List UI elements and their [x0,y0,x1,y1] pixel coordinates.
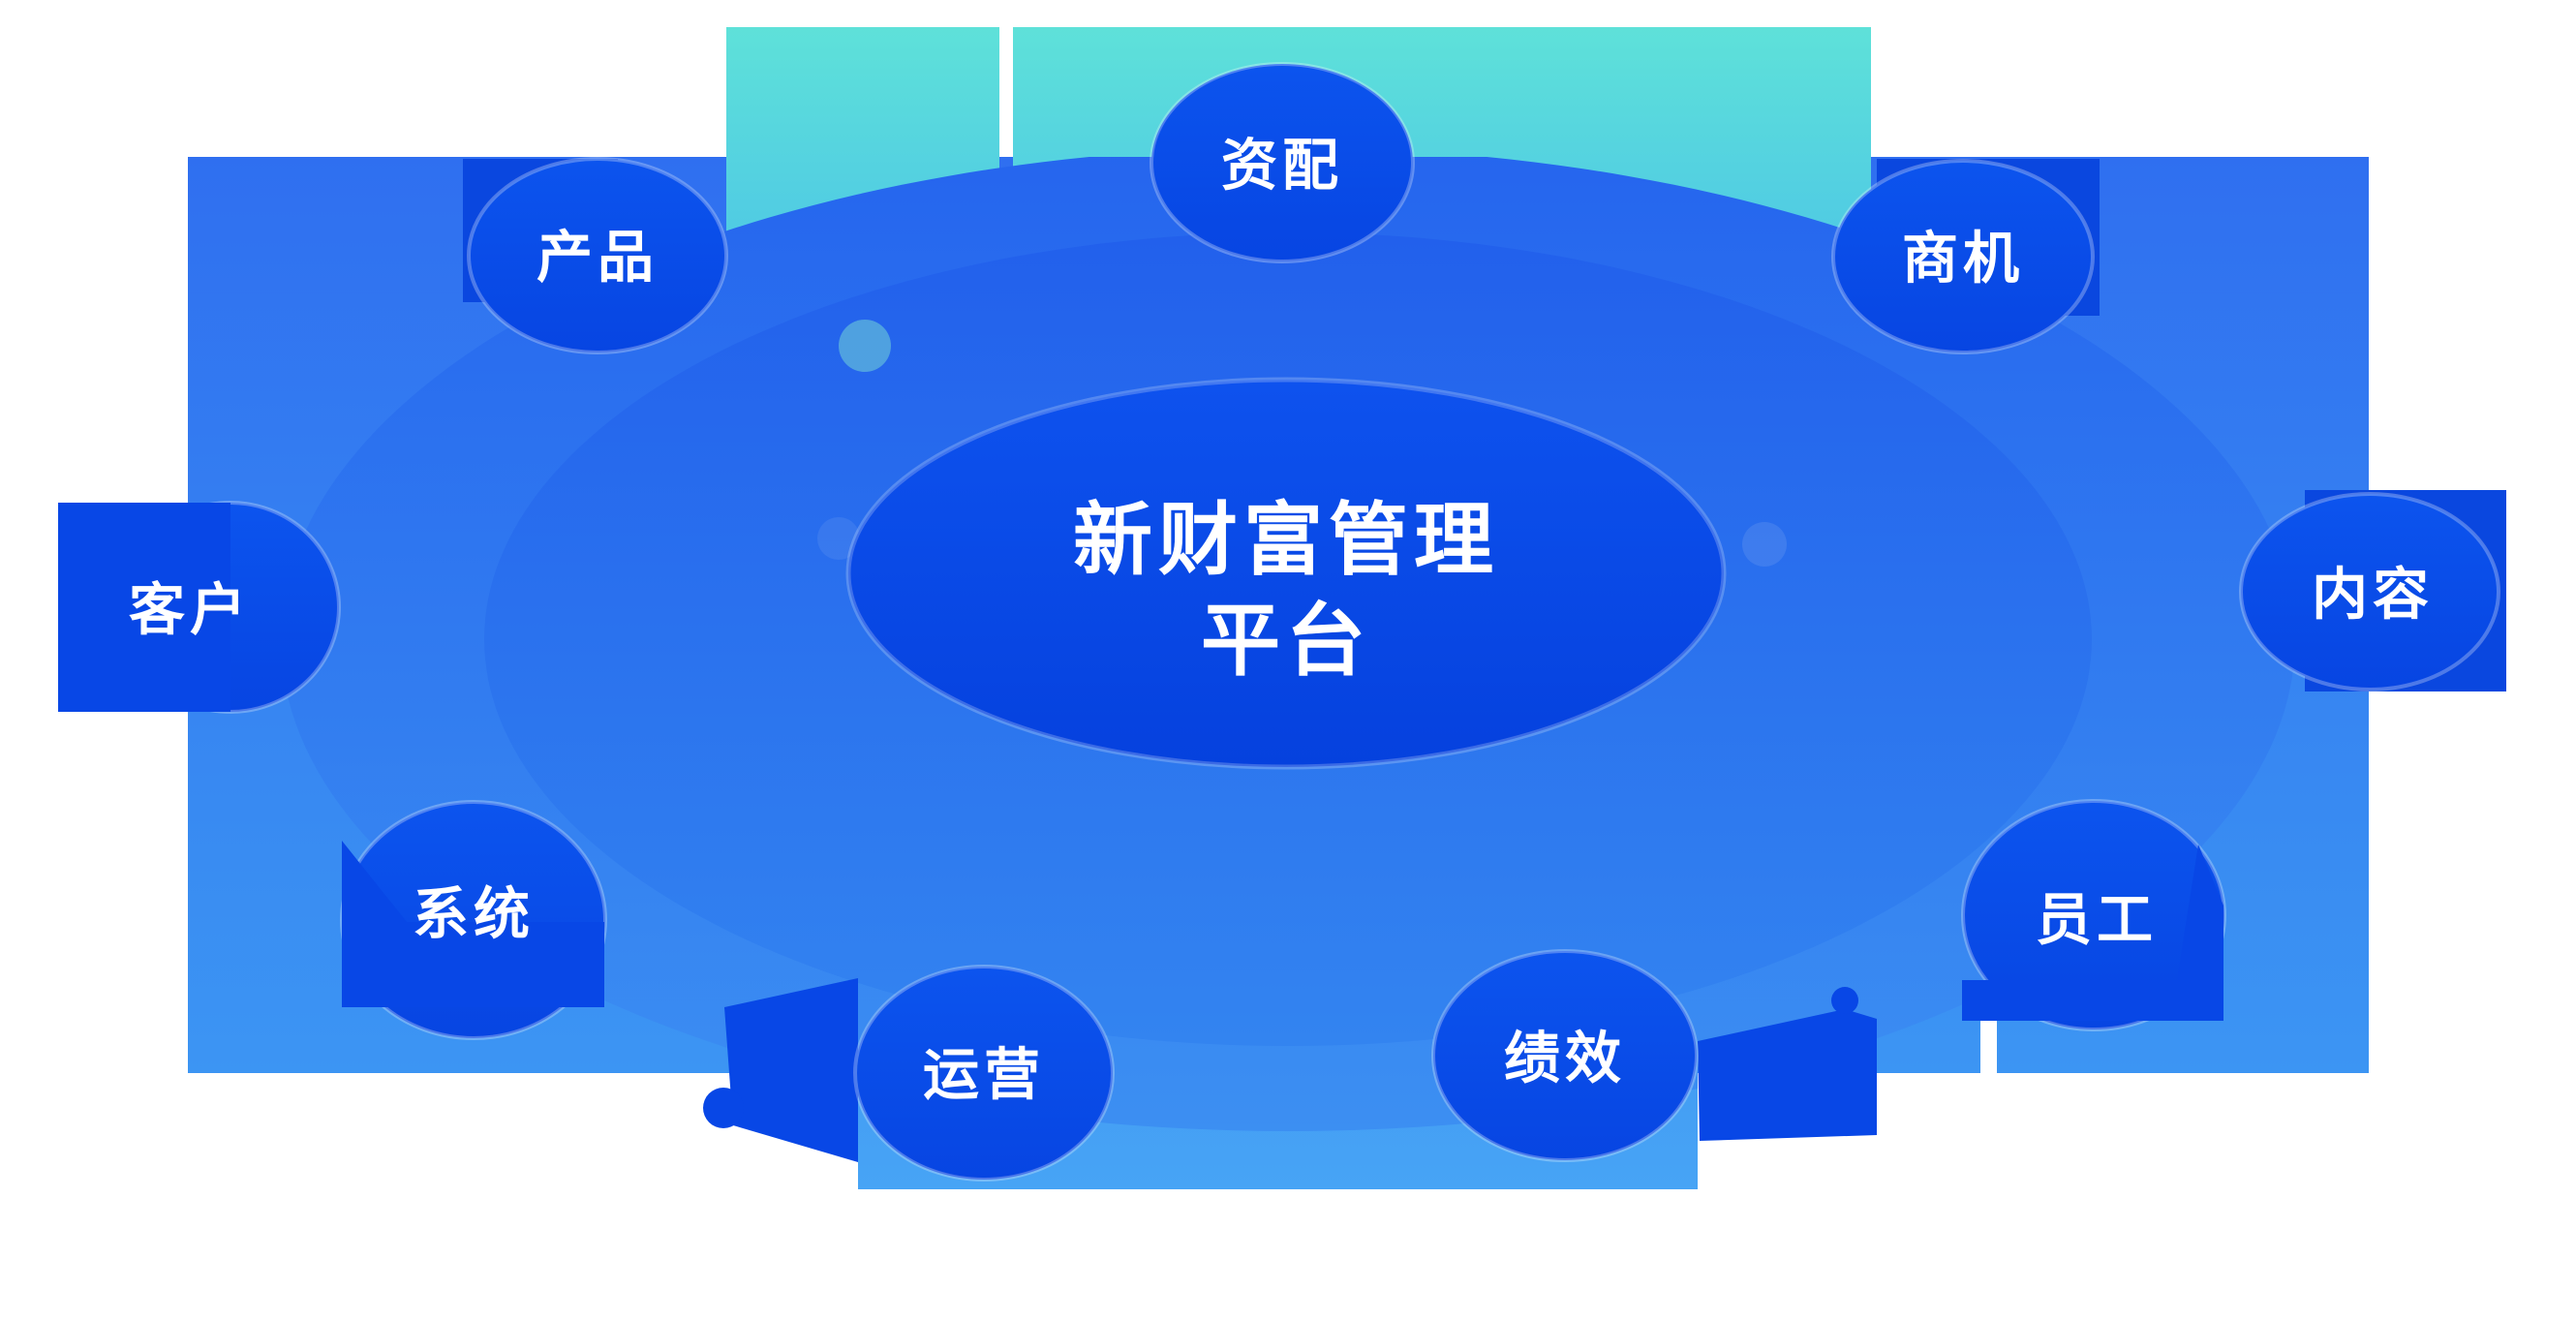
node-customer-label: 客户 [129,579,251,642]
node-staff: 员工 [1961,799,2226,1031]
node-content-bubble [2239,492,2500,691]
node-customer-flag [58,503,230,712]
decor-dot-right [1742,522,1787,567]
node-operations-bubble [853,965,1115,1182]
node-allocation-bubble [1150,62,1415,263]
node-operations-dot [703,1088,744,1128]
node-operations-label: 运营 [923,1044,1045,1107]
decor-dot-mid-left [817,517,860,560]
node-product-label: 产品 [537,227,659,290]
node-system-flag [342,841,604,1007]
white-gap-staff [1980,1021,1997,1073]
node-opportunity-label: 商机 [1902,228,2024,291]
node-customer: 客户 [58,501,341,714]
node-performance-wedge [1698,1009,1877,1141]
node-operations: 运营 [703,965,1115,1182]
node-opportunity-bubble [1831,159,2095,354]
node-staff-flag [1962,845,2223,1021]
decor-dot-left [839,320,891,372]
node-operations-wedge [724,978,858,1162]
node-content: 内容 [2239,490,2506,691]
node-performance: 绩效 [1431,949,1877,1162]
node-product: 产品 [463,157,728,354]
center-title-line1: 新财富管理 [1073,497,1499,585]
node-staff-bubble [1961,799,2226,1031]
node-product-bubble [467,157,728,354]
center-ellipse [845,377,1727,770]
node-allocation-label: 资配 [1221,135,1343,198]
node-system: 系统 [340,800,607,1040]
node-opportunity: 商机 [1831,159,2100,354]
center-title-line2: 平台 [1201,598,1371,686]
node-content-label: 内容 [2312,564,2434,627]
node-performance-bubble [1431,949,1699,1162]
node-performance-label: 绩效 [1504,1028,1626,1091]
node-allocation: 资配 [1150,62,1415,263]
node-staff-label: 员工 [2036,889,2158,952]
node-system-label: 系统 [413,883,535,946]
center-node: 新财富管理 平台 [845,377,1727,770]
node-performance-dot [1831,987,1858,1014]
